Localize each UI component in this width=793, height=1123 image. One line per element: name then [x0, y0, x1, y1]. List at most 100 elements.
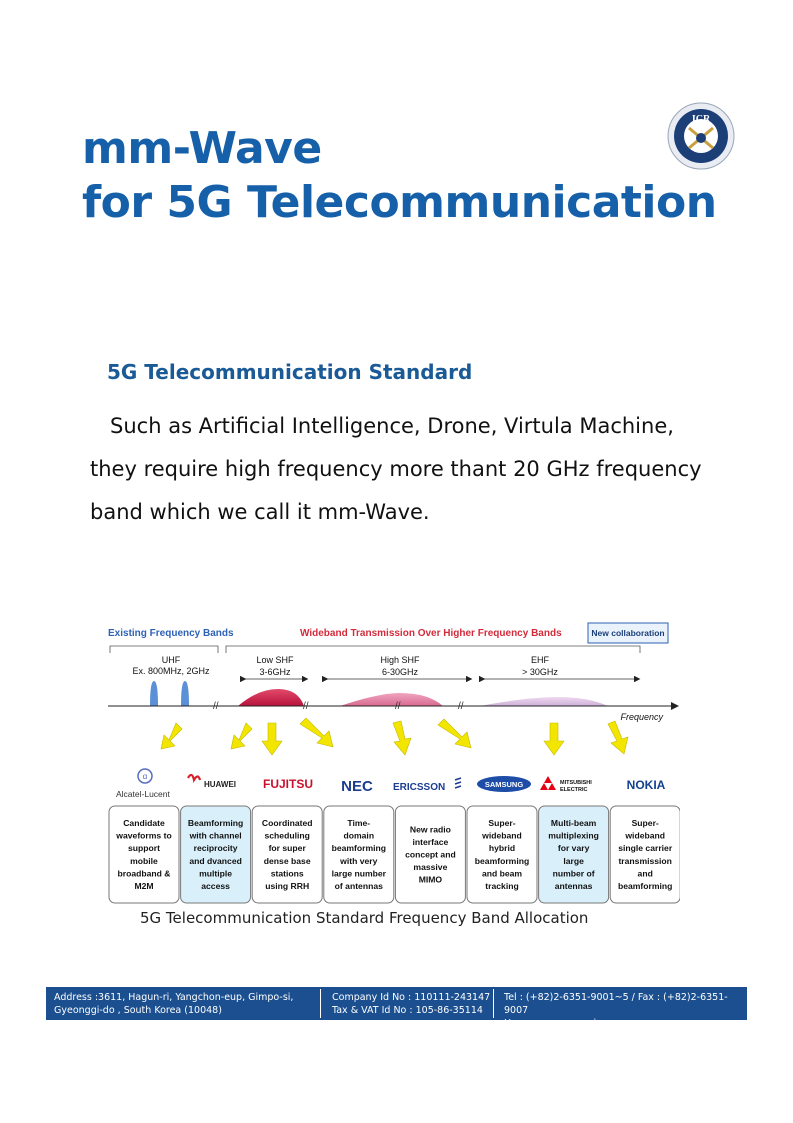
feature-box-line: Beamforming	[188, 818, 243, 828]
uhf-sub: Ex. 800MHz, 2GHz	[132, 666, 210, 676]
body-paragraph: Such as Artificial Intelligence, Drone, …	[90, 414, 702, 524]
feature-box-line: concept and	[405, 850, 456, 860]
uhf-label: UHF	[162, 655, 181, 665]
huawei-logo-icon	[187, 773, 202, 784]
high-shf-label: High SHF	[380, 655, 420, 665]
feature-box-line: access	[201, 881, 230, 891]
feature-box-line: waveforms to	[115, 831, 171, 841]
feature-box-line: hybrid	[489, 843, 515, 853]
feature-box-line: for vary	[558, 843, 590, 853]
feature-box-line: Coordinated	[262, 818, 313, 828]
svg-text://: //	[303, 701, 309, 712]
svg-text:ELECTRIC: ELECTRIC	[560, 787, 588, 793]
feature-box-line: large number	[332, 868, 387, 878]
company-nec: NEC	[341, 778, 373, 795]
yellow-arrow	[607, 720, 629, 755]
feature-box-line: and beam	[482, 868, 522, 878]
company-fujitsu: FUJITSU	[263, 777, 313, 791]
yellow-arrow	[160, 722, 183, 750]
feature-box-line: domain	[344, 831, 375, 841]
feature-box: Candidate waveforms to support mobile broadb…	[108, 805, 180, 904]
feature-box-line: scheduling	[265, 831, 310, 841]
feature-box-line: stations	[271, 868, 304, 878]
wideband-label: Wideband Transmission Over Higher Freque…	[300, 628, 562, 639]
footer: Address :3611, Hagun-ri, Yangchon-eup, G…	[46, 987, 747, 1029]
high-shf-sub: 6-30GHz	[382, 667, 419, 677]
feature-box-line: New radio	[410, 824, 451, 834]
alcatel-logo-icon	[137, 768, 153, 784]
company-alcatel: Alcatel-Lucent	[116, 789, 171, 799]
feature-box-line: wideband	[624, 831, 665, 841]
yellow-arrow	[392, 720, 412, 756]
feature-box-line: antennas	[555, 881, 593, 891]
yellow-arrow	[230, 722, 253, 750]
feature-box-line: of antennas	[335, 881, 383, 891]
title-line-1: mm-Wave	[82, 123, 322, 174]
yellow-arrow	[299, 717, 334, 748]
footer-contact: Tel : (+82)2-6351-9001~5 / Fax : (+82)2-…	[504, 991, 747, 1030]
ehf-sub: > 30GHz	[522, 667, 558, 677]
yellow-arrow	[261, 722, 283, 756]
page-title: mm-Wave for 5G Telecommunication	[82, 122, 717, 230]
feature-box-line: Candidate	[123, 818, 165, 828]
ehf-label: EHF	[531, 655, 550, 665]
company-nokia: NOKIA	[627, 778, 666, 792]
feature-box-line: Multi-beam	[551, 818, 597, 828]
feature-box-line: transmission	[618, 856, 672, 866]
feature-box-line: with very	[339, 856, 377, 866]
feature-box-line: beamforming	[618, 881, 672, 891]
feature-box-line: mobile	[130, 856, 158, 866]
feature-box-line: Super-	[488, 818, 515, 828]
company-samsung: SAMSUNG	[485, 780, 524, 789]
feature-box-line: multiplexing	[548, 831, 599, 841]
low-shf-label: Low SHF	[256, 655, 294, 665]
svg-text:ɑ: ɑ	[143, 772, 147, 781]
new-collaboration-label: New collaboration	[591, 628, 664, 638]
existing-bands-label: Existing Frequency Bands	[108, 628, 234, 639]
feature-box-line: using RRH	[265, 881, 309, 891]
feature-box-line: and	[638, 868, 653, 878]
svg-text:ICR: ICR	[692, 114, 711, 125]
svg-text://: //	[458, 701, 464, 712]
feature-box-line: reciprocity	[194, 843, 238, 853]
feature-box-line: beamforming	[332, 843, 386, 853]
yellow-arrow	[543, 722, 565, 756]
mitsubishi-logo-icon	[540, 776, 556, 790]
feature-box-line: massive	[413, 862, 447, 872]
feature-box: Super-wideband single carrier transmission…	[609, 805, 680, 904]
icr-logo: ICR	[667, 102, 735, 170]
homepage-link[interactable]: Home page : www.icrqa.com	[504, 1018, 641, 1029]
feature-box-line: Time-	[347, 818, 370, 828]
feature-box-line: with channel	[189, 831, 242, 841]
feature-box-line: support	[128, 843, 160, 853]
footer-address: Address :3611, Hagun-ri, Yangchon-eup, G…	[54, 992, 294, 1016]
feature-box-line: interface	[412, 837, 448, 847]
frequency-band-figure: Existing Frequency Bands Wideband Transm…	[108, 622, 680, 904]
samsung-logo-icon	[477, 776, 531, 792]
feature-box: Beamforming with channel reciprocity and dv…	[180, 805, 252, 904]
company-ericsson: ERICSSON	[393, 782, 445, 793]
feature-box-line: single carrier	[618, 843, 673, 853]
feature-box-line: broadband &	[118, 868, 171, 878]
feature-box-line: tracking	[485, 881, 518, 891]
yellow-arrow	[437, 718, 472, 749]
company-huawei: HUAWEI	[204, 780, 236, 789]
frequency-axis-label: Frequency	[620, 712, 663, 722]
feature-box-line: Super-	[632, 818, 659, 828]
company-mitsubishi: MITSUBISHI	[560, 780, 592, 786]
figure-caption: 5G Telecommunication Standard Frequency …	[140, 909, 589, 927]
feature-box: Time-domain beamforming with very large num…	[323, 805, 395, 904]
footer-company-ids: Company Id No : 110111-243147 Tax & VAT …	[332, 992, 491, 1016]
feature-box-line: and dvanced	[189, 856, 242, 866]
feature-box-line: M2M	[134, 881, 153, 891]
svg-text://: //	[213, 701, 219, 712]
feature-box-line: MIMO	[419, 875, 443, 885]
feature-box-line: dense base	[264, 856, 311, 866]
feature-box-line: large	[563, 856, 584, 866]
title-line-2: for 5G Telecommunication	[82, 177, 717, 228]
feature-box-line: beamforming	[475, 856, 529, 866]
